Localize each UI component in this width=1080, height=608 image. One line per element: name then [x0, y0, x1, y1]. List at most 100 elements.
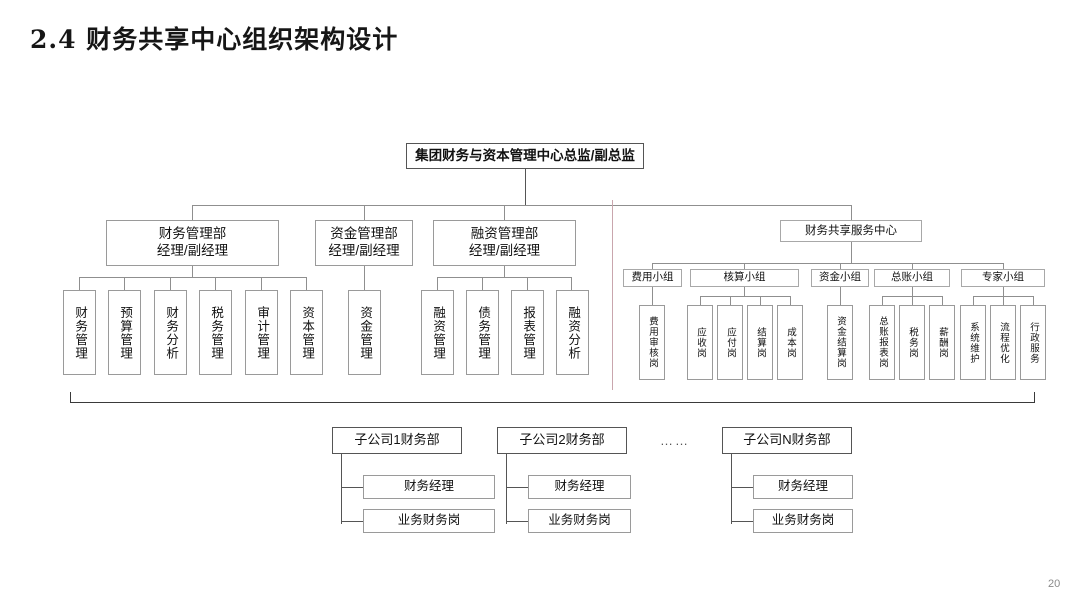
node-group-feiyong[interactable]: 费用小组 [623, 269, 682, 287]
connector-hesuan-drop-2 [730, 296, 731, 305]
connector-subn-spine [731, 454, 732, 524]
node-group-zongzhang[interactable]: 总账小组 [874, 269, 950, 287]
node-subsidiary-2-role-1-label: 财务经理 [554, 479, 605, 494]
connector-hesuan-drop-3 [760, 296, 761, 305]
node-subsidiary-2-role-2[interactable]: 业务财务岗 [528, 509, 631, 533]
connector-financing-drop-1 [437, 277, 438, 290]
node-unit-yusuanguanli-label: 预算管理 [118, 305, 133, 360]
connector-zhuanjia-drop-3 [1033, 296, 1034, 305]
connector-ssc-drop-3 [840, 263, 841, 274]
connector-finance-bus [79, 277, 306, 278]
connector-financing-drop-2 [482, 277, 483, 290]
node-post-yingfugang-label: 应付岗 [724, 326, 736, 359]
node-unit-caiwuguanli[interactable]: 财务管理 [63, 290, 96, 375]
connector-main-bus [192, 205, 852, 206]
node-group-zijin[interactable]: 资金小组 [811, 269, 869, 287]
node-subsidiary-2[interactable]: 子公司2财务部 [497, 427, 627, 454]
connector-zijin-stem [840, 287, 841, 305]
node-department-financing-line1: 融资管理部 [470, 226, 539, 242]
node-subsidiary-1-role-1[interactable]: 财务经理 [363, 475, 495, 499]
connector-root-stem [525, 169, 526, 205]
connector-hesuan-drop-1 [700, 296, 701, 305]
connector-financing-drop-4 [571, 277, 572, 290]
node-unit-zhaiwuguanli[interactable]: 债务管理 [466, 290, 499, 375]
node-department-finance[interactable]: 财务管理部 经理/副经理 [106, 220, 279, 266]
subsidiary-ellipsis: …… [660, 433, 690, 448]
node-unit-caiwufenxi[interactable]: 财务分析 [154, 290, 187, 375]
node-post-xitongweihu-label: 系统维护 [967, 321, 979, 364]
connector-sub2-elbow-1 [506, 487, 528, 488]
node-post-yingfugang[interactable]: 应付岗 [717, 305, 743, 380]
node-post-xinchougang[interactable]: 薪酬岗 [929, 305, 955, 380]
node-post-zijinjiesuangang[interactable]: 资金结算岗 [827, 305, 853, 380]
node-post-shuiwugang[interactable]: 税务岗 [899, 305, 925, 380]
node-unit-zijinguanli-label: 资金管理 [358, 305, 373, 360]
node-post-jiesuangang-label: 结算岗 [754, 326, 766, 359]
node-ssc[interactable]: 财务共享服务中心 [780, 220, 922, 242]
connector-finance-drop-4 [215, 277, 216, 290]
node-post-xitongweihu[interactable]: 系统维护 [960, 305, 986, 380]
node-post-chengbengang[interactable]: 成本岗 [777, 305, 803, 380]
connector-sub2-spine [506, 454, 507, 524]
node-subsidiary-n-label: 子公司N财务部 [743, 432, 831, 448]
node-post-zongzhangbaobiaogang-label: 总账报表岗 [876, 316, 888, 369]
node-post-xinchougang-label: 薪酬岗 [936, 326, 948, 359]
connector-finance-drop-6 [306, 277, 307, 290]
node-department-financing[interactable]: 融资管理部 经理/副经理 [433, 220, 576, 266]
connector-financing-bus [437, 277, 571, 278]
connector-hesuan-drop-4 [790, 296, 791, 305]
node-department-treasury-line1: 资金管理部 [330, 226, 398, 242]
node-subsidiary-n-role-1-label: 财务经理 [777, 479, 828, 494]
connector-hesuan-stem [744, 287, 745, 296]
node-subsidiary-n[interactable]: 子公司N财务部 [722, 427, 852, 454]
connector-zongzhang-drop-2 [912, 296, 913, 305]
node-subsidiary-1-role-2[interactable]: 业务财务岗 [363, 509, 495, 533]
section-divider [612, 200, 613, 390]
connector-finance-drop-2 [124, 277, 125, 290]
node-post-yingshougang[interactable]: 应收岗 [687, 305, 713, 380]
node-subsidiary-1[interactable]: 子公司1财务部 [332, 427, 462, 454]
connector-treasury-stem [364, 266, 365, 290]
node-unit-baobiaoguanli[interactable]: 报表管理 [511, 290, 544, 375]
connector-financing-stem [504, 266, 505, 277]
connector-feiyong-stem [652, 287, 653, 305]
node-group-hesuan[interactable]: 核算小组 [690, 269, 799, 287]
node-unit-yusuanguanli[interactable]: 预算管理 [108, 290, 141, 375]
node-post-feiyongshenhegang[interactable]: 费用审核岗 [639, 305, 665, 380]
node-post-zongzhangbaobiaogang[interactable]: 总账报表岗 [869, 305, 895, 380]
node-unit-shenjiguanli[interactable]: 审计管理 [245, 290, 278, 375]
node-unit-zijinguanli[interactable]: 资金管理 [348, 290, 381, 375]
node-post-xingzhengfuwu-label: 行政服务 [1027, 321, 1039, 364]
node-root[interactable]: 集团财务与资本管理中心总监/副总监 [406, 143, 644, 169]
node-subsidiary-n-role-1[interactable]: 财务经理 [753, 475, 853, 499]
node-unit-zhaiwuguanli-label: 债务管理 [476, 305, 491, 360]
node-subsidiary-n-role-2[interactable]: 业务财务岗 [753, 509, 853, 533]
node-post-jiesuangang[interactable]: 结算岗 [747, 305, 773, 380]
node-department-treasury-line2: 经理/副经理 [328, 243, 400, 258]
node-post-liuchengyouhua[interactable]: 流程优化 [990, 305, 1016, 380]
node-department-treasury[interactable]: 资金管理部 经理/副经理 [315, 220, 413, 266]
scope-bracket [70, 392, 1035, 403]
node-unit-caiwufenxi-label: 财务分析 [164, 305, 179, 360]
connector-zongzhang-drop-1 [882, 296, 883, 305]
node-group-zhuanjia[interactable]: 专家小组 [961, 269, 1045, 287]
connector-financing-drop-3 [527, 277, 528, 290]
node-unit-shuiwuguanli[interactable]: 税务管理 [199, 290, 232, 375]
node-unit-zibenguanli[interactable]: 资本管理 [290, 290, 323, 375]
node-unit-rongziguanli-label: 融资管理 [431, 305, 446, 360]
node-unit-rongziguanli[interactable]: 融资管理 [421, 290, 454, 375]
node-department-financing-line2: 经理/副经理 [468, 243, 541, 258]
node-post-zijinjiesuangang-label: 资金结算岗 [834, 316, 846, 369]
node-department-finance-line1: 财务管理部 [158, 226, 227, 242]
node-group-zhuanjia-label: 专家小组 [982, 271, 1024, 284]
node-unit-baobiaoguanli-label: 报表管理 [521, 305, 536, 360]
node-post-feiyongshenhegang-label: 费用审核岗 [646, 316, 658, 369]
node-group-zijin-label: 资金小组 [819, 271, 861, 284]
node-unit-rongzifenxi[interactable]: 融资分析 [556, 290, 589, 375]
node-post-xingzhengfuwu[interactable]: 行政服务 [1020, 305, 1046, 380]
node-subsidiary-2-role-1[interactable]: 财务经理 [528, 475, 631, 499]
node-post-shuiwugang-label: 税务岗 [906, 326, 918, 359]
node-root-label: 集团财务与资本管理中心总监/副总监 [415, 147, 635, 163]
node-subsidiary-1-role-2-label: 业务财务岗 [397, 513, 461, 528]
